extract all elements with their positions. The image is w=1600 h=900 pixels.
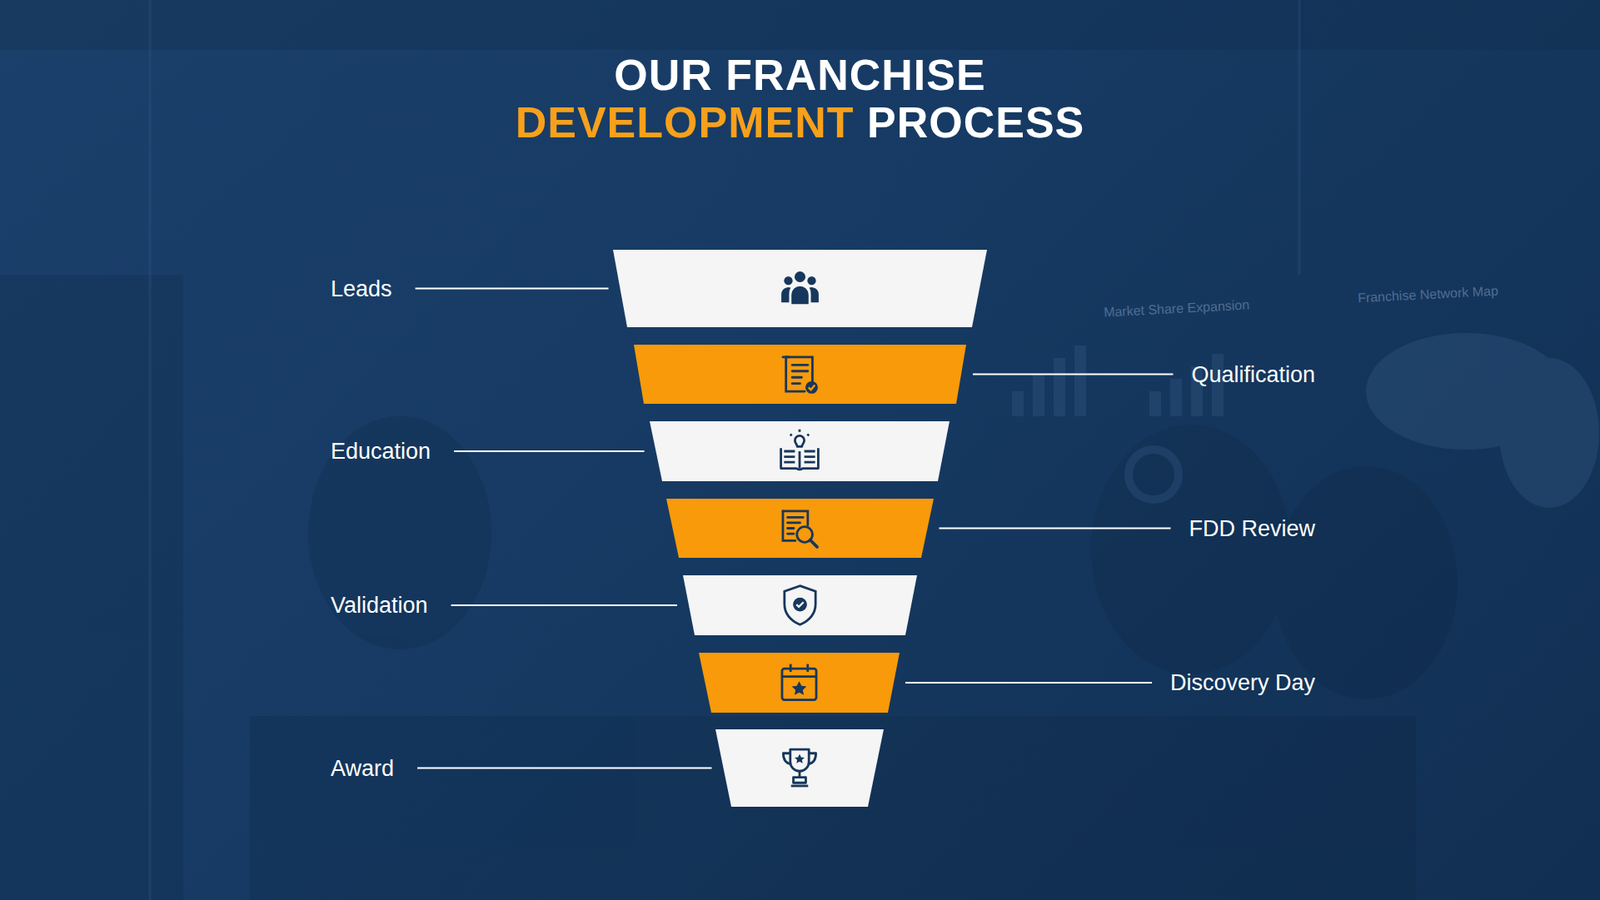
leader-line [972,373,1173,376]
step-label: Leads [330,274,393,302]
funnel-band: Discovery Day [698,652,900,713]
leader-line [417,767,712,770]
step-icon [782,357,818,394]
step-label: FDD Review [1188,514,1316,542]
leader-line [453,450,644,453]
step-icon [782,749,816,787]
step-icon [781,271,819,305]
leader-line [415,288,609,290]
step-icon [782,511,818,548]
title: OUR FRANCHISE DEVELOPMENT PROCESS [0,51,1600,147]
photo-text: Market Share Expansion [1103,297,1251,320]
funnel-band: Validation [682,575,918,636]
step-icon [782,664,817,701]
leader-line [905,682,1152,684]
band-shape [682,575,918,636]
band-shape [633,344,967,404]
band-shape [698,652,900,713]
step-label: Qualification [1191,360,1316,388]
photo-text: Franchise Network Map [1357,284,1500,307]
band-shape [666,498,934,559]
step-label: Discovery Day [1170,669,1316,697]
step-label: Education [330,438,431,465]
funnel-band: Education [649,421,950,482]
band-shape [613,249,987,328]
funnel-band: Leads [613,249,987,328]
funnel-band: FDD Review [666,498,934,559]
funnel-band: Award [715,729,884,808]
leader-line [939,528,1172,530]
step-label: Award [330,754,394,782]
step-label: Validation [330,592,429,619]
band-shape [649,421,950,482]
funnel-band: Qualification [633,344,967,404]
step-icon [781,429,819,470]
leader-line [451,604,678,607]
step-icon [784,586,816,626]
band-shape [715,729,884,808]
